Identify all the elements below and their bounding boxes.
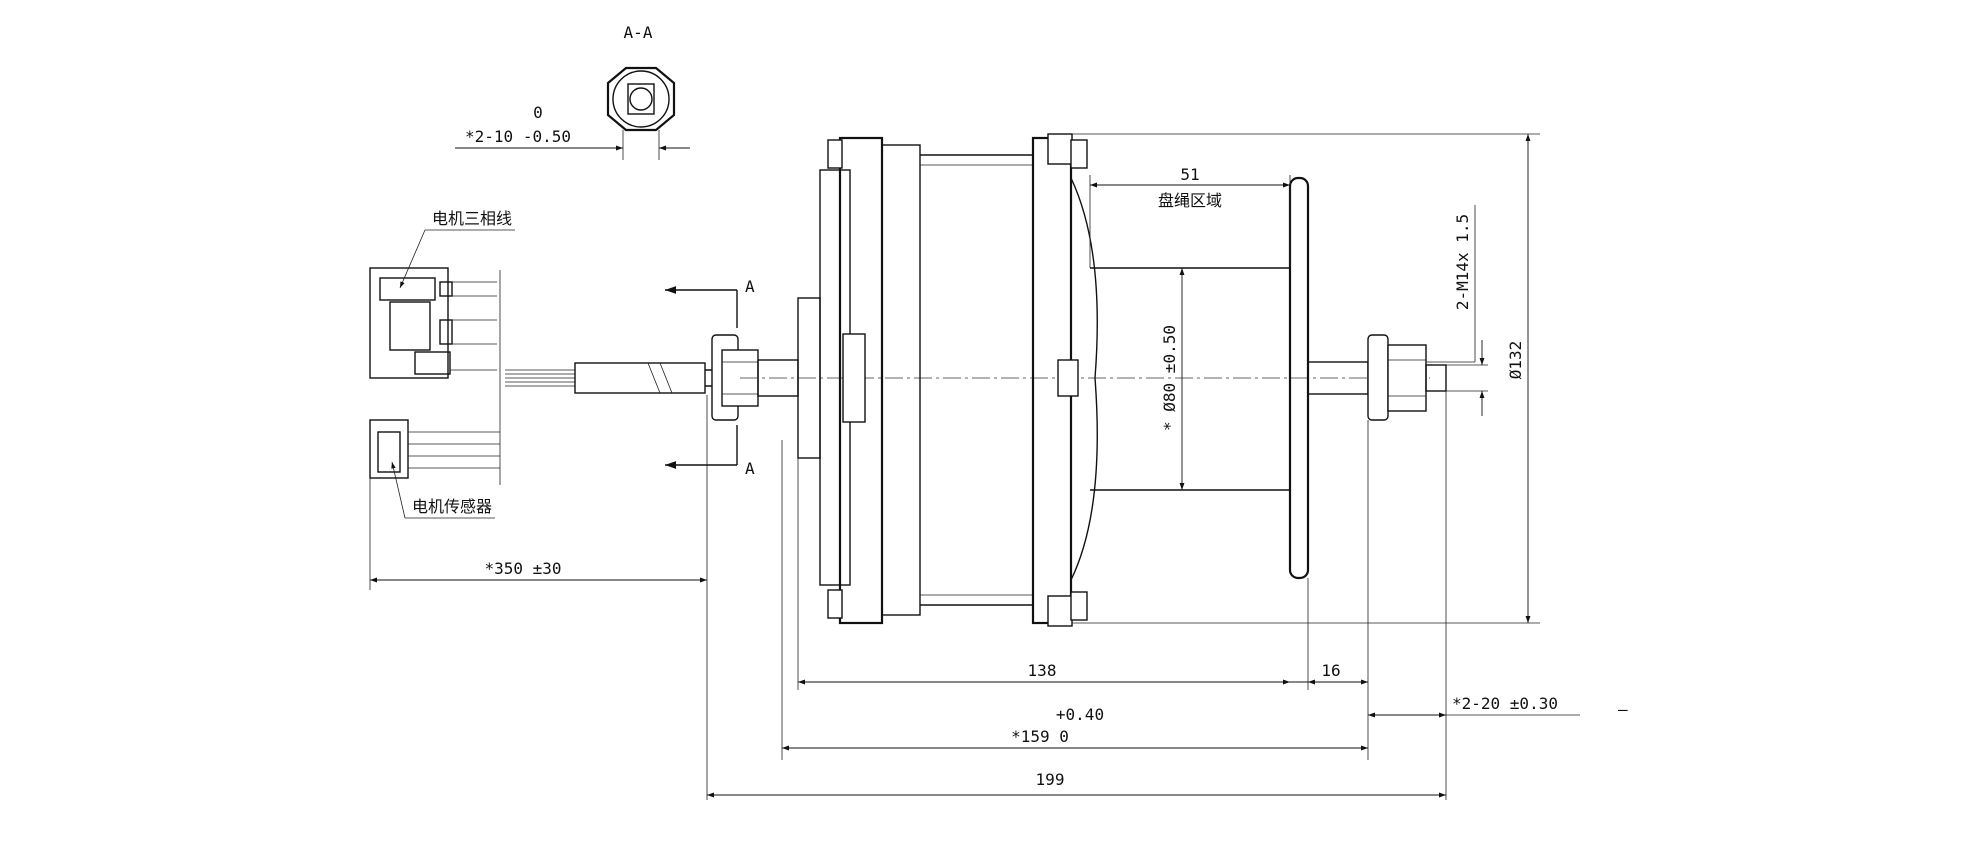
phase-connector-body — [369, 267, 449, 379]
total-length-label: 199 — [1036, 770, 1065, 789]
cable-sheath — [574, 362, 706, 394]
outer-diameter-label: Ø132 — [1506, 341, 1525, 380]
body-length-label: 138 — [1028, 661, 1057, 680]
connector-assembly — [369, 267, 722, 485]
motor-body — [711, 133, 1447, 627]
cut-marker-bottom: A — [745, 459, 755, 478]
flat-dim-label: *2-10 -0.50 — [465, 127, 571, 146]
shaft-flat — [627, 83, 655, 115]
mount-length-label: *159 0 — [1011, 727, 1069, 746]
extra-mark: — — [1618, 700, 1628, 719]
sensor-label: 电机传感器 — [412, 497, 492, 516]
cut-plane-markers: A A — [665, 277, 755, 478]
section-title: A-A — [624, 23, 653, 42]
right-washer — [1367, 334, 1389, 421]
drum-diameter-label: * Ø80 ±0.50 — [1160, 325, 1179, 431]
winding-area-label: 盘绳区域 — [1158, 191, 1222, 210]
winding-width-label: 51 — [1180, 165, 1199, 184]
dimensions: *350 ±30 51 盘绳区域 * Ø80 ±0.50 2-M14x 1.5 … — [369, 133, 1628, 800]
cable-length-label: *350 ±30 — [484, 559, 561, 578]
cut-marker-top: A — [745, 277, 755, 296]
hex-nut-chamfer — [612, 70, 670, 128]
mount-tolerance-label: +0.40 — [1056, 705, 1104, 724]
phase-wire-label: 电机三相线 — [432, 209, 512, 228]
callouts: 电机三相线 电机传感器 — [391, 209, 515, 519]
thread-label: 2-M14x 1.5 — [1453, 214, 1472, 310]
flat-tolerance-upper: 0 — [533, 103, 543, 122]
center-bolt — [842, 333, 866, 423]
hex-nut-outline — [606, 66, 676, 132]
flange-width-label: 16 — [1321, 661, 1340, 680]
right-nut — [1387, 344, 1427, 412]
section-aa-view: A-A 0 *2-10 -0.50 — [455, 23, 690, 160]
sensor-connector-body — [369, 419, 409, 479]
flat-width-label: *2-20 ±0.30 — [1452, 694, 1558, 713]
shaft-bore — [629, 87, 653, 111]
